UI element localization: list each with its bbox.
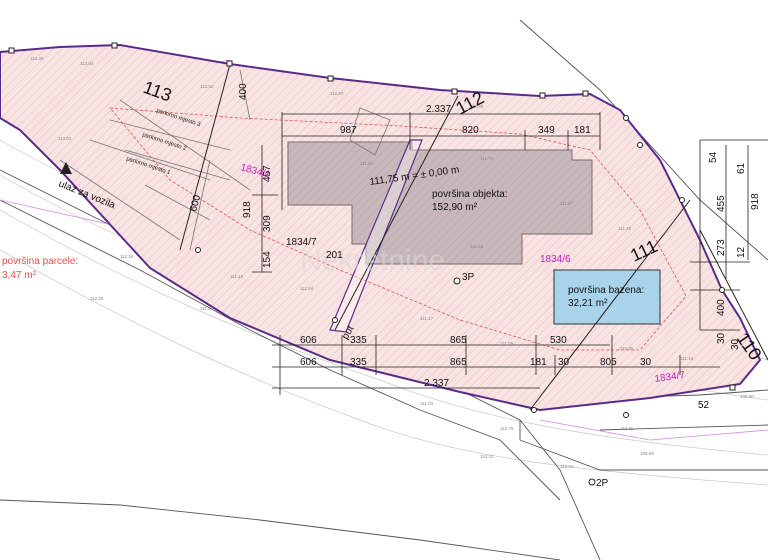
parking-lines [59,69,391,251]
svg-text:111.53: 111.53 [470,244,484,249]
dim-right-6: 12 [736,246,747,258]
dim-right-2: 61 [736,162,747,174]
svg-text:111.74: 111.74 [480,156,494,161]
boundary-markers [8,42,736,486]
dim-right-7: 400 [716,299,727,316]
survey-point-2p: 2P [596,478,609,489]
dimension-lines [252,112,750,395]
dim-bottom-r1-4: 530 [550,335,567,346]
building-area-label: površina objekta: [432,189,508,200]
dim-right-8: 30 [716,332,727,344]
dim-bottom-r1-2: 335 [350,335,367,346]
svg-text:111.94: 111.94 [200,306,214,311]
svg-text:110.93: 110.93 [560,464,574,469]
dim-left-5: 309 [262,215,273,232]
svg-text:111.03: 111.03 [420,401,434,406]
access-path [329,139,423,333]
dim-bottom-r2-1: 606 [300,357,317,368]
svg-text:111.09: 111.09 [500,341,514,346]
parcel-area-label: površina parcele: [2,256,78,267]
dim-bottom-r2-3: 865 [450,357,467,368]
dim-bottom-total: 2.337 [424,378,449,389]
svg-text:113.04: 113.04 [80,61,94,66]
dim-left-2: 600 [188,193,203,212]
svg-text:112.19: 112.19 [120,254,134,259]
dim-bottom-r1-3: 865 [450,335,467,346]
svg-text:110.11: 110.11 [620,426,634,431]
svg-text:112.48: 112.48 [470,104,484,109]
svg-text:110.31: 110.31 [480,454,494,459]
elevation-points: 113.40 113.04 112.52 112.67 112.48 113.0… [30,56,754,469]
parcel-id-sub-c: 1834/7 [654,370,686,385]
dim-top-total: 2.337 [426,104,451,115]
dim-left-1: 400 [238,83,249,100]
survey-point-3p: 3P [462,272,475,283]
svg-text:112.52: 112.52 [200,84,214,89]
svg-text:110.85: 110.85 [620,346,634,351]
pool-area-value: 32,21 m² [568,298,608,309]
svg-text:113.40: 113.40 [30,56,44,61]
dim-left-3: 918 [242,201,253,218]
dim-top-2: 820 [462,125,479,136]
svg-text:110.79: 110.79 [500,426,514,431]
dim-right-5: 273 [716,239,727,256]
svg-text:111.17: 111.17 [420,316,434,321]
dim-top-3: 349 [538,125,555,136]
dim-bottom-r2-6: 805 [600,357,617,368]
dim-bottom-r1-1: 606 [300,335,317,346]
svg-text:112.26: 112.26 [90,296,104,301]
dim-right-9: 30 [730,338,741,350]
svg-text:113.01: 113.01 [58,136,72,141]
svg-text:109.90: 109.90 [740,394,754,399]
dim-top-4: 181 [574,125,591,136]
svg-text:112.67: 112.67 [330,91,344,96]
dim-left-6: 154 [262,251,273,268]
svg-text:109.68: 109.68 [640,451,654,456]
dim-bottom-r2-2: 335 [350,357,367,368]
dim-right-3: 455 [716,195,727,212]
parcel-id-sub-b: 1834/6 [540,254,571,265]
parcel-id-sub-a: 1834/7 [286,237,317,248]
svg-text:111.18: 111.18 [230,274,244,279]
building-area-value: 152,90 m² [432,202,478,213]
svg-text:111.04: 111.04 [300,286,314,291]
parcel-area-value: 3,47 m² [2,270,37,281]
dim-right-1: 54 [708,151,719,163]
svg-text:111.27: 111.27 [560,201,574,206]
dim-bottom-r2-7: 30 [640,357,652,368]
setback-line [109,107,687,351]
dim-left-4: 457 [262,165,273,182]
dim-bottom-r2-5: 30 [558,357,570,368]
pool-area-label: površina bazena: [568,285,644,296]
dim-left-7: 201 [326,250,343,261]
svg-text:111.45: 111.45 [618,226,632,231]
entrance-arrow-icon [60,162,72,174]
pool [553,269,661,325]
dim-right-10: 52 [698,400,710,411]
dim-bottom-r2-4: 181 [530,357,547,368]
dim-top-1: 987 [340,125,357,136]
edge-normals [179,63,768,411]
svg-text:111.15: 111.15 [680,356,694,361]
svg-text:111.84: 111.84 [360,161,374,166]
building-footprint [287,141,593,265]
dim-right-4: 918 [750,193,761,210]
watermark: Nekretnine [300,244,445,277]
